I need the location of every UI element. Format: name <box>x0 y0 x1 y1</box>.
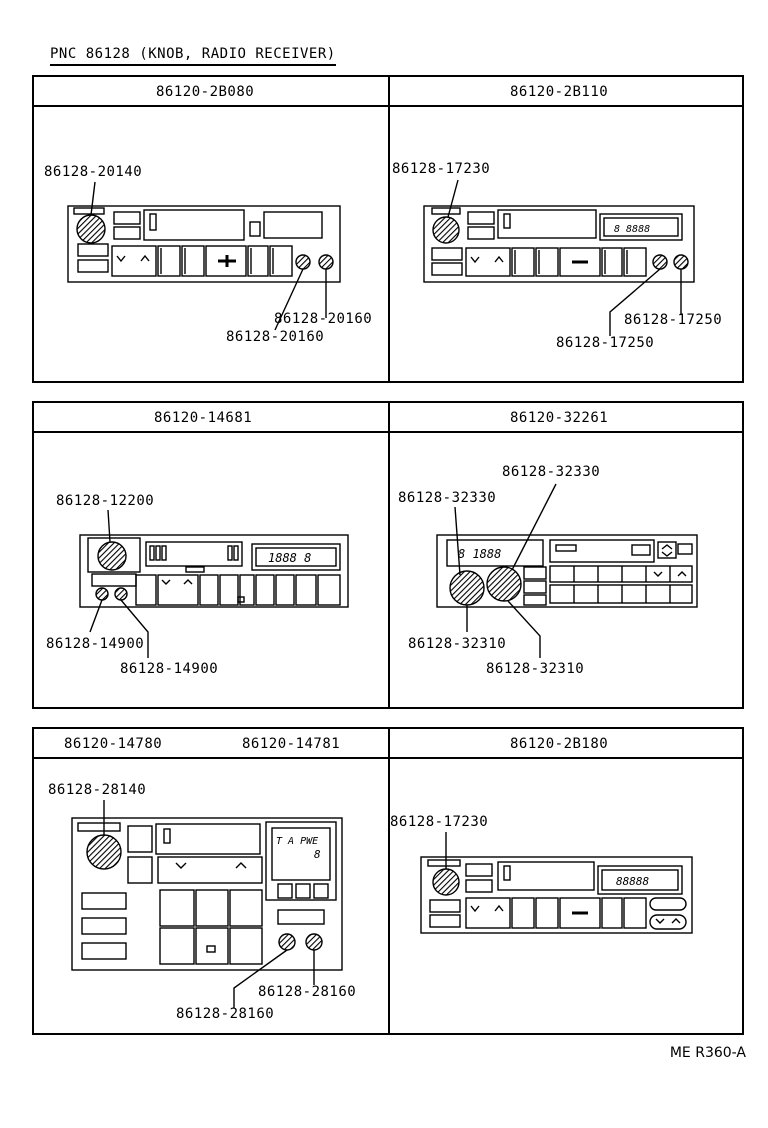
leader-lines <box>103 800 315 1008</box>
section-2-divider <box>388 403 390 707</box>
model-label: 86120-2B080 <box>156 84 255 100</box>
part-number-label: 86128-20160 <box>226 329 325 345</box>
knob-shape <box>432 868 460 896</box>
section-1-panel: 86120-2B080 86120-2B110 <box>32 75 744 383</box>
knob-shape <box>86 834 323 951</box>
part-number-label: 86128-14900 <box>120 661 219 677</box>
radio-unit-2b080 <box>67 205 341 283</box>
model-label: 86120-14780 <box>64 736 163 752</box>
part-number-label: 86128-32330 <box>502 464 601 480</box>
model-label: 86120-14681 <box>154 410 253 426</box>
radio-unit-32261 <box>436 534 698 608</box>
part-number-label: 86128-28140 <box>48 782 147 798</box>
display-text: 8 <box>314 848 321 861</box>
leader-lines <box>90 181 327 331</box>
leader-lines <box>89 509 149 658</box>
part-number-label: 86128-20160 <box>274 311 373 327</box>
radio-unit-2b180 <box>420 856 693 934</box>
knob-shape <box>432 216 689 270</box>
part-number-label: 86128-17250 <box>624 312 723 328</box>
knob-shape <box>449 566 522 606</box>
section-3-divider <box>388 729 390 1033</box>
reference-code: ME R360-A <box>669 1045 746 1061</box>
part-number-label: 86128-32310 <box>408 636 507 652</box>
part-number-label: 86128-17230 <box>392 161 491 177</box>
part-number-label: 86128-32330 <box>398 490 497 506</box>
display-text: 8 1888 <box>458 547 501 561</box>
part-number-label: 86128-32310 <box>486 661 585 677</box>
part-number-label: 86128-28160 <box>176 1006 275 1022</box>
display-text: 88888 <box>616 875 649 888</box>
model-label: 86120-32261 <box>510 410 609 426</box>
knob-shape <box>95 541 128 601</box>
radio-unit-2b110 <box>423 205 695 283</box>
part-number-label: 86128-28160 <box>258 984 357 1000</box>
page-title: PNC 86128 (KNOB, RADIO RECEIVER) <box>50 46 336 66</box>
display-text: T A PWE <box>276 836 318 847</box>
knob-shape <box>76 214 334 270</box>
model-label: 86120-14781 <box>242 736 341 752</box>
part-number-label: 86128-20140 <box>44 164 143 180</box>
radio-unit-14681 <box>79 534 349 608</box>
part-number-label: 86128-12200 <box>56 493 155 509</box>
part-number-label: 86128-17230 <box>390 814 489 830</box>
part-number-label: 86128-17250 <box>556 335 655 351</box>
leader-lines <box>447 179 682 336</box>
radio-unit-14780 <box>71 817 343 971</box>
section-2-panel: 86120-14681 86120-32261 <box>32 401 744 709</box>
display-text: 8 8888 <box>614 224 650 235</box>
model-label: 86120-2B180 <box>510 736 609 752</box>
leader-lines <box>454 483 557 658</box>
section-3-panel: 86120-14780 86120-14781 86120-2B180 <box>32 727 744 1035</box>
display-text: 1888 8 <box>268 551 311 565</box>
part-number-label: 86128-14900 <box>46 636 145 652</box>
model-label: 86120-2B110 <box>510 84 609 100</box>
section-1-divider <box>388 77 390 381</box>
